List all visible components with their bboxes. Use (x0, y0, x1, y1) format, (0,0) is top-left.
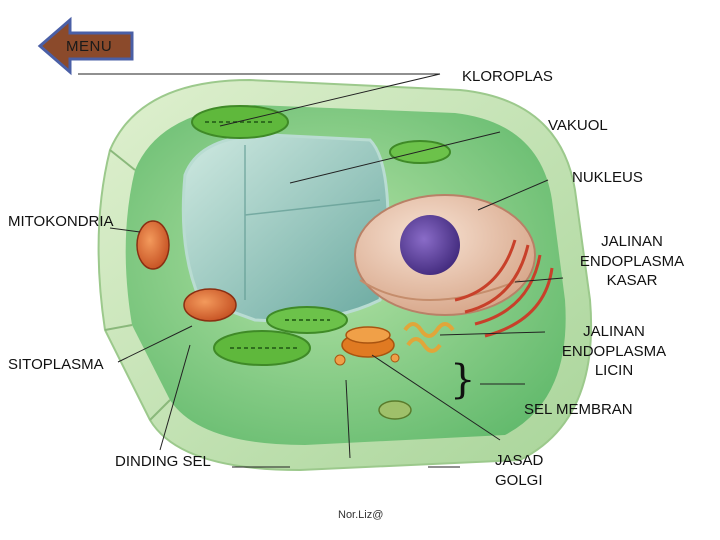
label-jalinan-endoplasma-licin: JALINAN ENDOPLASMA LICIN (561, 323, 667, 379)
label-vakuol: VAKUOL (548, 117, 608, 134)
label-jasad-golgi: JASAD GOLGI (495, 452, 544, 489)
smooth-er-shape (403, 322, 455, 353)
nucleus-shape (354, 194, 536, 316)
label-kloroplas: KLOROPLAS (462, 68, 553, 85)
label-nukleus: NUKLEUS (572, 169, 643, 186)
mitochondria-shapes (136, 220, 412, 420)
chloroplast-shapes (191, 105, 451, 366)
rough-er-shape (454, 239, 554, 338)
menu-arrow-icon (37, 16, 134, 76)
menu-label[interactable]: MENU (66, 38, 113, 55)
label-mitokondria: MITOKONDRIA (8, 213, 114, 230)
golgi-shape (334, 326, 400, 366)
label-sitoplasma: SITOPLASMA (8, 356, 104, 373)
leader-lines (78, 73, 564, 468)
plant-cell (97, 78, 593, 472)
brace-icon: } (450, 357, 476, 403)
menu-button[interactable] (37, 16, 134, 76)
label-jalinan-endoplasma-kasar: JALINAN ENDOPLASMA KASAR (579, 233, 685, 289)
label-dinding-sel: DINDING SEL (115, 453, 211, 470)
credit-text: Nor.Liz@ (338, 509, 384, 521)
label-sel-membran: SEL MEMBRAN (524, 401, 633, 418)
